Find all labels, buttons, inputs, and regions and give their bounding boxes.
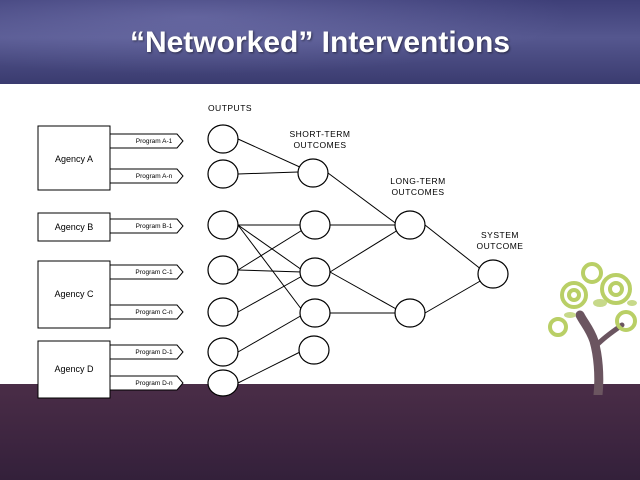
long-term-node [394,210,426,240]
program-arrow [109,218,184,234]
program-label: Program D-1 [135,349,173,356]
short-term-nodes [297,158,331,365]
short-term-node [299,210,331,240]
slide-title: “Networked” Interventions [129,26,511,59]
output-node [207,337,239,367]
short-term-header-line1: SHORT-TERM [289,129,350,139]
program-arrow [109,168,184,184]
agency-boxes [37,125,111,399]
agency-box-b [37,212,111,242]
system-header-line2: OUTCOME [477,241,524,251]
outputs-header: OUTPUTS [208,103,252,113]
long-term-header-line2: OUTCOMES [391,187,444,197]
output-node [207,297,239,327]
short-term-node [298,335,330,365]
program-label: Program C-1 [135,269,173,276]
program-arrows [109,133,184,391]
agency-b-label: Agency B [55,222,94,232]
program-label: Program A-1 [136,138,173,145]
program-label: Program C-n [135,309,173,316]
agency-box-c [37,260,111,329]
slide-footer [0,384,640,480]
agency-d-label: Agency D [54,364,94,374]
agency-box-a [37,125,111,191]
output-node [207,124,239,154]
program-arrow [109,304,184,320]
short-term-node [299,257,331,287]
output-node [207,159,239,189]
slide-header [0,0,640,84]
program-arrow [109,133,184,149]
short-term-node [297,158,329,188]
agency-box-d [37,340,111,399]
program-label: Program D-n [135,380,173,387]
output-node [207,210,239,240]
agency-a-label: Agency A [55,154,93,164]
agency-c-label: Agency C [54,289,94,299]
system-node [477,259,509,289]
program-label: Program B-1 [136,223,173,230]
system-header-line1: SYSTEM [481,230,519,240]
tree-logo-icon [548,262,637,395]
long-term-node [394,298,426,328]
program-arrow [109,375,184,391]
program-arrow [109,264,184,280]
output-nodes [207,124,239,397]
output-node [207,255,239,285]
short-term-node [299,298,331,328]
long-term-header-line1: LONG-TERM [390,176,446,186]
program-label: Program A-n [136,173,173,180]
program-arrow [109,344,184,360]
short-term-header-line2: OUTCOMES [293,140,346,150]
long-term-nodes [394,210,426,328]
output-node [207,369,239,397]
